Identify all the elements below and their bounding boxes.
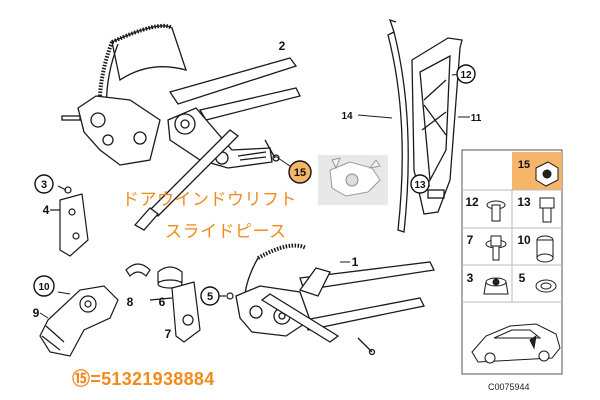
grid-label-5: 5 — [519, 271, 526, 285]
bracket-part-4 — [50, 193, 89, 257]
svg-text:5: 5 — [207, 291, 213, 303]
car-silhouette — [471, 323, 561, 364]
grid-label-7: 7 — [467, 233, 474, 247]
bolt-12-icon — [486, 200, 506, 222]
label-11: 11 — [471, 113, 482, 124]
slide-piece-photo — [318, 155, 388, 205]
svg-text:15: 15 — [294, 167, 306, 179]
grid-label-15: 15 — [518, 159, 530, 171]
ring-5-icon — [535, 279, 557, 293]
guide-rail — [387, 18, 409, 233]
grid-label-10: 10 — [517, 233, 531, 247]
grommet-part-6 — [157, 266, 183, 289]
window-motor-part-9 — [39, 285, 119, 357]
annotation-line-2: スライドピース — [165, 222, 287, 242]
label-6: 6 — [159, 295, 166, 309]
callout-3: 3 — [34, 174, 54, 194]
label-8: 8 — [127, 295, 134, 309]
stud-7-icon — [485, 235, 507, 261]
grid-label-3: 3 — [467, 271, 474, 285]
svg-text:12: 12 — [460, 70, 472, 81]
diagram-code: C0075944 — [488, 382, 530, 392]
svg-text:10: 10 — [38, 282, 50, 293]
callout-5: 5 — [200, 286, 220, 306]
label-1: 1 — [352, 255, 359, 269]
window-regulator-lower — [235, 243, 435, 356]
callout-12: 12 — [456, 64, 476, 84]
cable-part-7 — [149, 281, 201, 343]
svg-text:13: 13 — [414, 180, 426, 191]
callout-10: 10 — [33, 275, 55, 297]
parts-grid — [461, 149, 563, 375]
screw-part-3 — [57, 185, 72, 194]
label-4: 4 — [43, 203, 50, 217]
sleeve-10-icon — [536, 235, 554, 263]
svg-text:3: 3 — [41, 179, 47, 191]
part-number-annotation: ⑮=51321938884 — [72, 369, 215, 389]
callout-15: 15 — [288, 160, 312, 184]
slide-piece-icon — [535, 161, 559, 187]
grid-label-12: 12 — [465, 195, 479, 209]
nut-3-icon — [483, 277, 509, 295]
label-9: 9 — [33, 306, 40, 320]
callout-13: 13 — [410, 174, 430, 194]
bolt-13-icon — [539, 197, 555, 223]
annotation-line-1: ドアウインドウリフト — [122, 190, 297, 210]
window-regulator-upper — [61, 23, 301, 231]
label-14: 14 — [341, 111, 353, 122]
clip-part-8 — [125, 263, 151, 277]
label-7: 7 — [165, 327, 172, 341]
window-channel — [411, 37, 463, 215]
label-2: 2 — [279, 39, 286, 53]
grid-label-13: 13 — [517, 195, 531, 209]
